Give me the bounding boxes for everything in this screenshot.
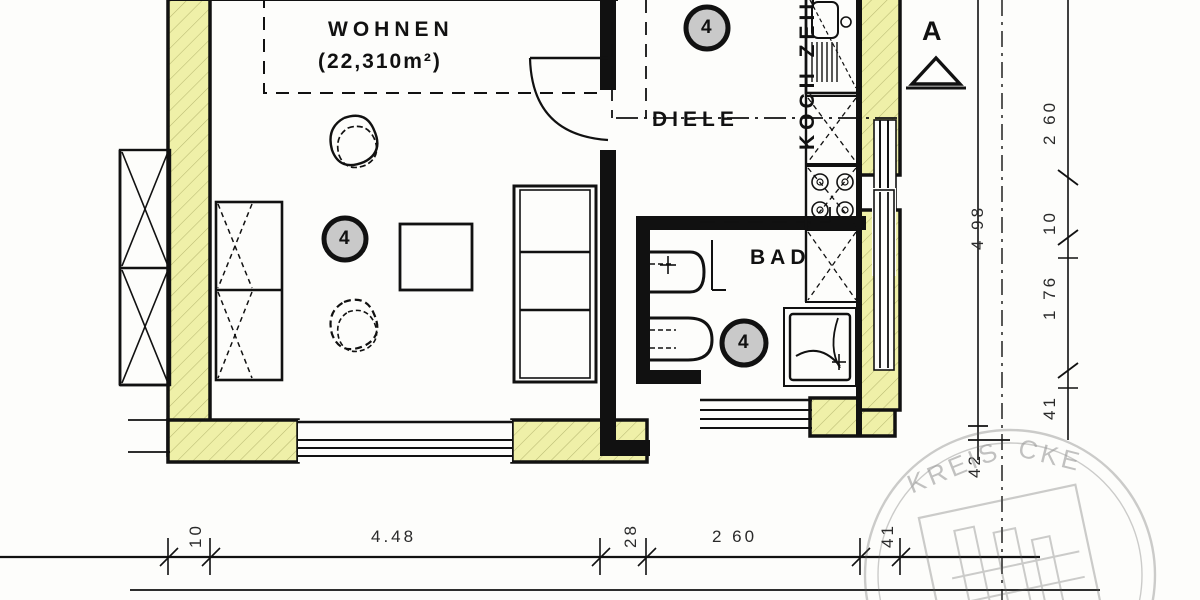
room-label-diele: DIELE xyxy=(652,108,739,131)
wall-wohnen-bottom-corner xyxy=(600,440,650,456)
walls-group xyxy=(166,0,902,464)
marker-label-bad: 4 xyxy=(738,332,749,353)
dim-right-260: 2 60 xyxy=(1040,99,1059,145)
bath-washbasin xyxy=(650,250,706,294)
bath-shower xyxy=(783,307,857,387)
dim-bottom-5: 41 xyxy=(878,523,897,548)
room-label-bad: BAD xyxy=(750,246,811,269)
marker-wohnen xyxy=(321,215,369,263)
room-markers xyxy=(321,4,769,368)
wall-bad-left xyxy=(636,216,650,381)
door-diele xyxy=(528,56,609,142)
section-mark-letter: A xyxy=(922,16,943,46)
living-sofa xyxy=(512,184,598,384)
room-label-kochzeile: KOCH ZEILE xyxy=(796,0,819,150)
dim-bottom-2: 4.48 xyxy=(371,527,417,546)
bottom-dimension-lines xyxy=(0,538,1100,591)
kitchen-fixtures xyxy=(804,0,860,303)
wall-bad-top xyxy=(636,216,866,230)
wall-bottom-left xyxy=(166,418,300,464)
wall-bad-left-stub xyxy=(636,370,701,384)
window-wohnen xyxy=(298,420,512,462)
window-bad xyxy=(700,398,812,429)
dim-right-10: 10 xyxy=(1040,210,1059,235)
wall-top xyxy=(168,0,618,1)
bath-toilet xyxy=(650,316,714,362)
section-triangle-icon xyxy=(906,55,966,90)
wall-left xyxy=(166,0,212,457)
wall-wohnen-right-upper xyxy=(600,0,616,90)
dim-right-498: 4 98 xyxy=(968,204,987,250)
marker-diele xyxy=(683,4,731,52)
official-stamp xyxy=(863,428,1157,600)
bath-fixtures xyxy=(650,240,857,387)
marker-bad xyxy=(719,318,769,368)
left-exterior-structure xyxy=(118,148,172,453)
interior-walls-group xyxy=(168,0,866,456)
dim-bottom-4: 2 60 xyxy=(712,527,758,546)
dim-right-176: 1 76 xyxy=(1040,274,1059,320)
center-lines xyxy=(611,0,900,223)
room-label-wohnen: WOHNEN xyxy=(328,18,454,41)
living-table xyxy=(398,222,474,292)
dim-bottom-3: 28 xyxy=(621,523,640,548)
wohnen-dashed-boundary xyxy=(263,0,600,94)
room-area-wohnen: (22,310m²) xyxy=(318,50,442,73)
dim-right-41: 41 xyxy=(1040,395,1059,420)
marker-label-wohnen: 4 xyxy=(339,228,350,249)
living-armchair-1 xyxy=(329,114,379,167)
living-furniture xyxy=(214,114,598,384)
window-koch xyxy=(872,119,897,371)
marker-label-diele: 4 xyxy=(701,17,712,38)
wall-wohnen-right-lower xyxy=(600,150,616,455)
right-dimension-lines xyxy=(968,0,1079,600)
living-armchair-2 xyxy=(329,298,379,351)
dim-bottom-1: 10 xyxy=(186,523,205,548)
